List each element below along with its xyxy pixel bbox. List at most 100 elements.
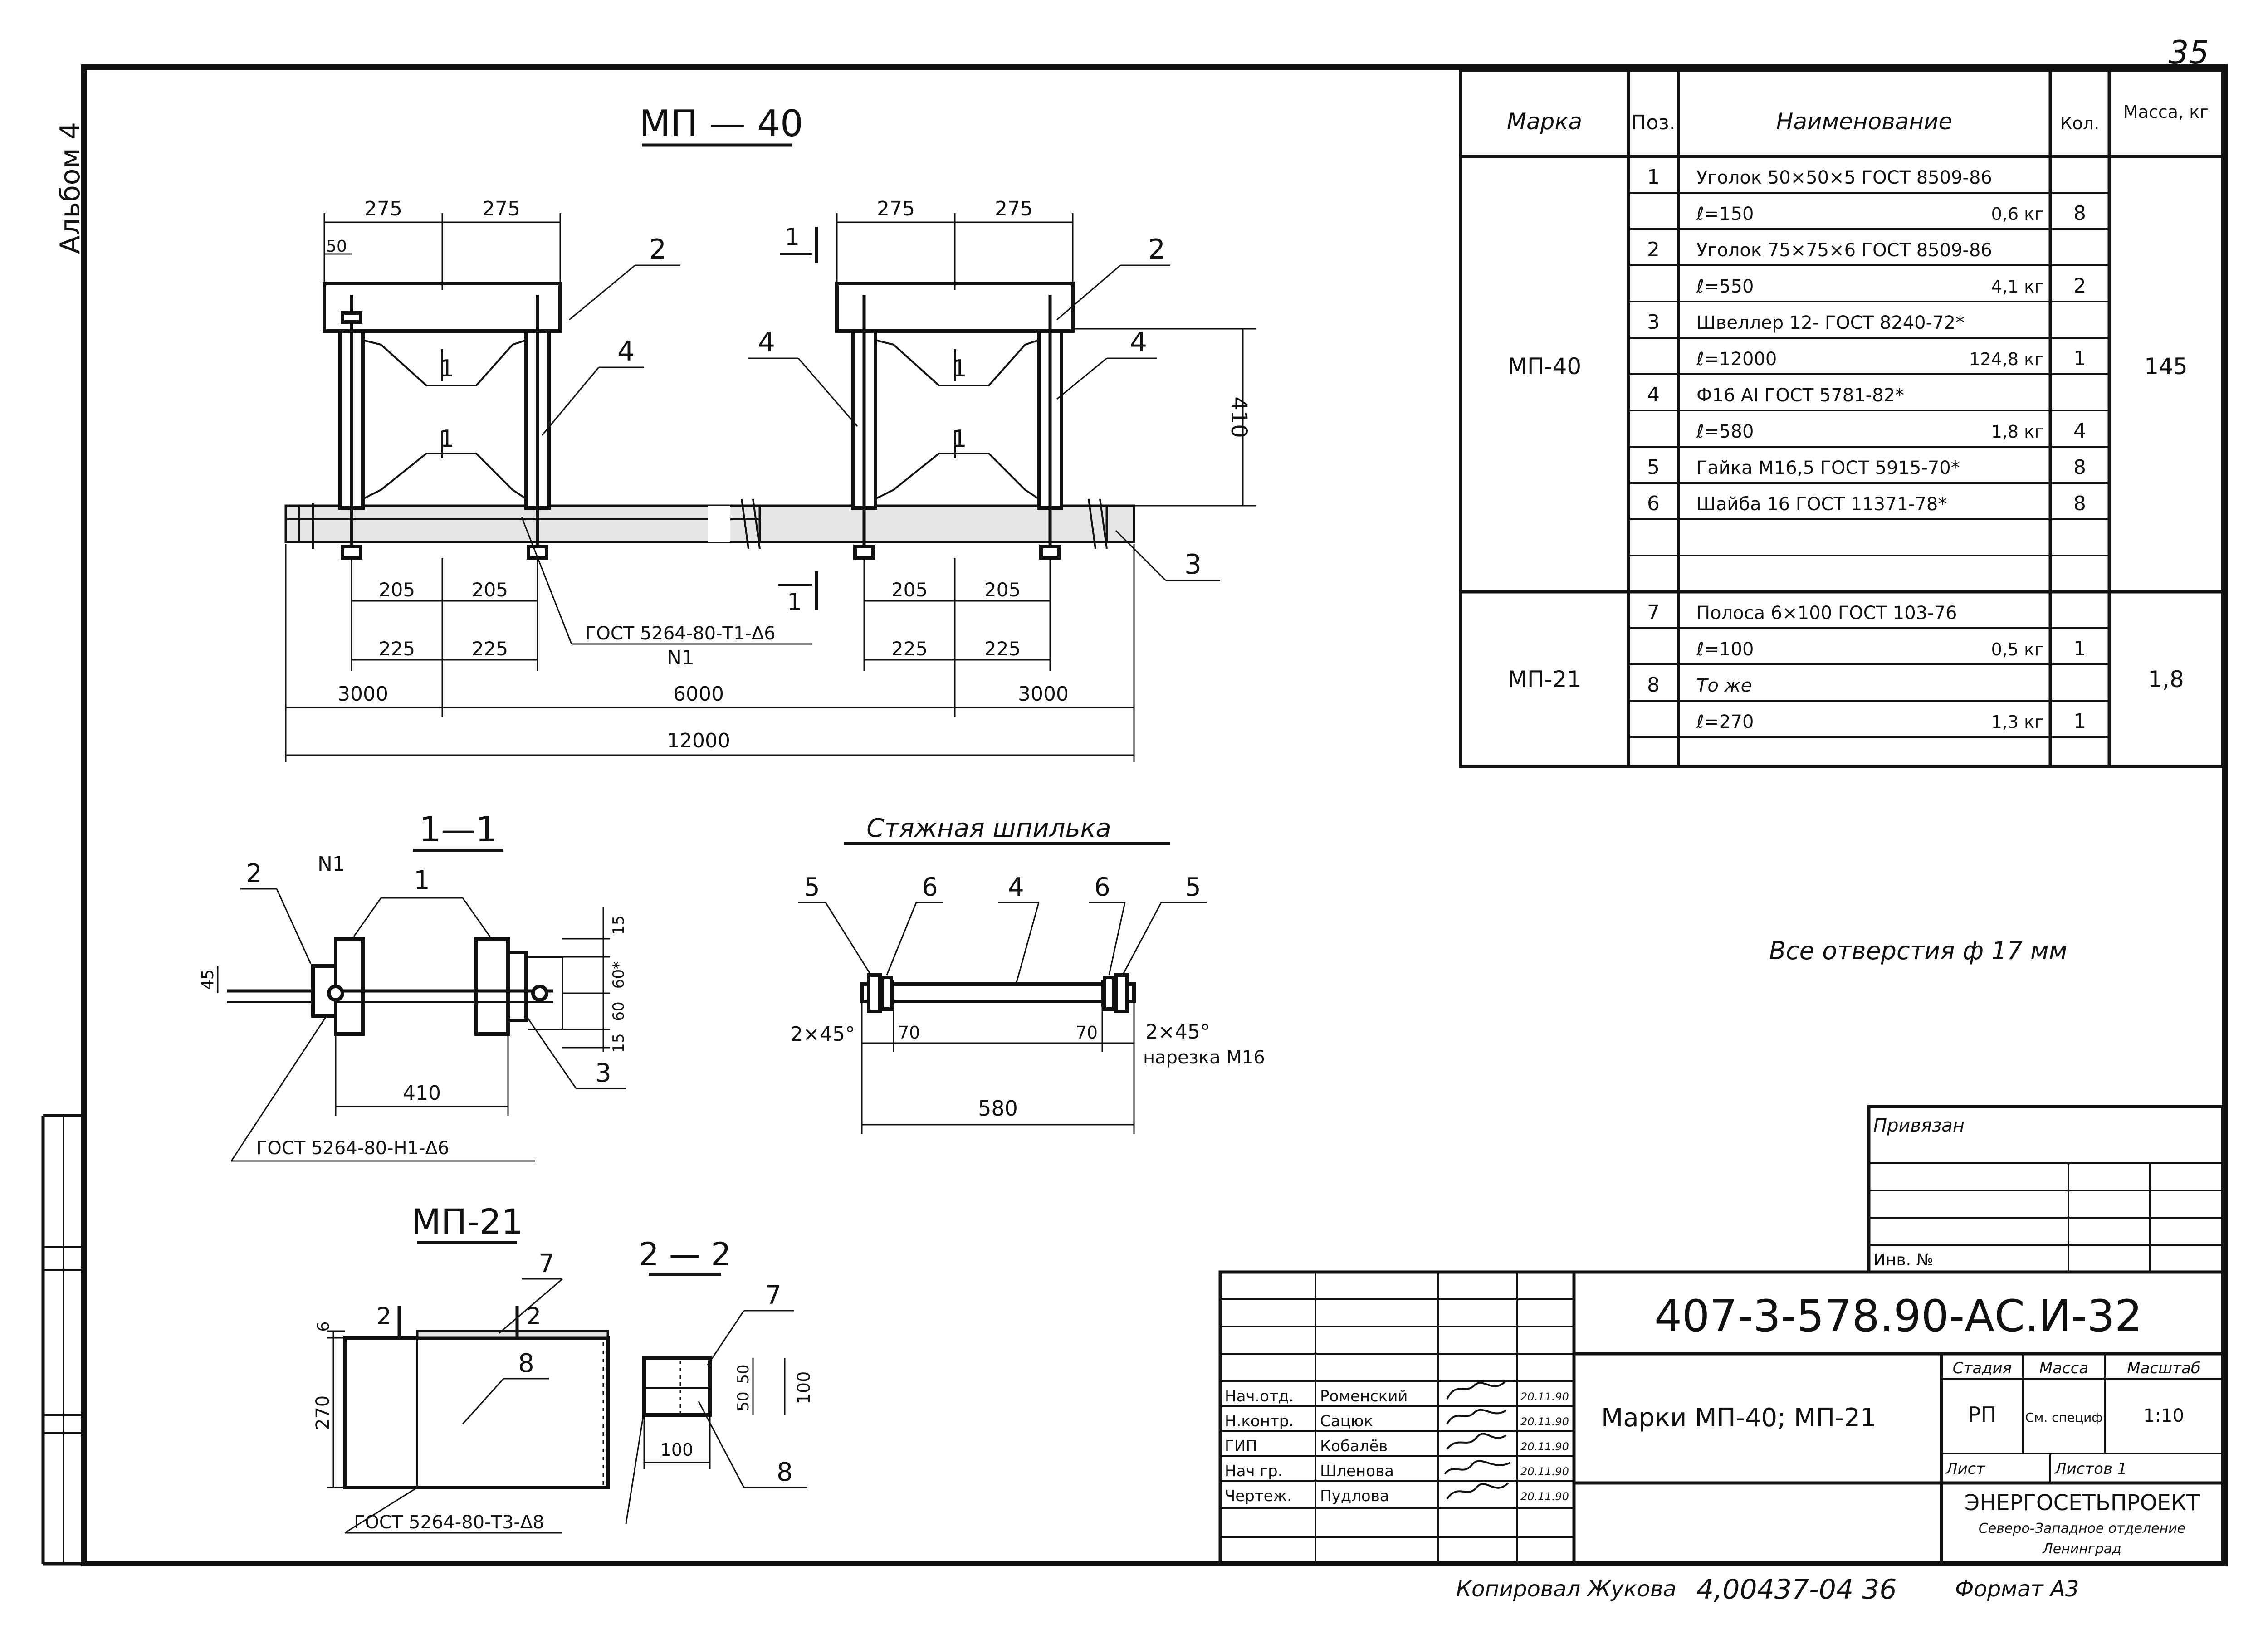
dim-225-b: 225 xyxy=(472,638,508,660)
section-mark-bottom: 1 xyxy=(787,589,802,616)
doc-code: 407-3-578.90-АС.И-32 xyxy=(1654,1291,2142,1341)
dim-205-b: 205 xyxy=(472,579,508,601)
spec-item-name: Гайка М16,5 ГОСТ 5915-70* xyxy=(1696,458,1960,478)
callout-1-b: 1 xyxy=(439,425,454,453)
sec11-node: N1 xyxy=(318,853,345,876)
stud-callout-6-a: 6 xyxy=(922,873,938,902)
spec-pos: 7 xyxy=(1647,601,1660,624)
sec22-dim-100-h: 100 xyxy=(660,1440,694,1460)
spec-header-pos: Поз. xyxy=(1631,111,1675,134)
spec-item-name: ℓ=12000 xyxy=(1696,349,1777,370)
spec-group-mark: МП-40 xyxy=(1508,353,1581,380)
spec-item-name: ℓ=150 xyxy=(1696,204,1754,224)
signer-date: 20.11.90 xyxy=(1520,1390,1569,1403)
spec-group-mark: МП-21 xyxy=(1508,666,1581,693)
album-label: Альбом 4 xyxy=(54,122,86,254)
org-name: ЭНЕРГОСЕТЬПРОЕКТ xyxy=(1965,1490,2200,1516)
spec-qty: 1 xyxy=(2073,637,2086,660)
dim-225-d: 225 xyxy=(984,638,1021,660)
sec22-title: 2 — 2 xyxy=(639,1236,731,1273)
signature-mark xyxy=(1446,1409,1507,1425)
signer-name: Роменский xyxy=(1320,1387,1408,1405)
signature-mark xyxy=(1446,1482,1509,1500)
spec-header-mass: Масса, кг xyxy=(2123,102,2209,122)
callout-2-left: 2 xyxy=(649,234,666,265)
callout-3: 3 xyxy=(1184,549,1202,580)
dim-205-d: 205 xyxy=(984,579,1021,601)
drawing-name: Марки МП-40; МП-21 xyxy=(1601,1403,1877,1433)
scale-label: Масштаб xyxy=(2127,1359,2200,1377)
dim-6000: 6000 xyxy=(673,683,724,706)
mp21-dim-6: 6 xyxy=(314,1322,333,1332)
spec-qty: 1 xyxy=(2073,347,2086,370)
stud-chamfer-left: 2×45° xyxy=(790,1023,855,1046)
sec22-dim-50-b: 50 xyxy=(734,1391,753,1411)
spec-pos: 1 xyxy=(1647,166,1660,189)
signer-role: Н.контр. xyxy=(1225,1412,1294,1430)
spec-pos: 4 xyxy=(1647,383,1660,406)
spec-qty: 2 xyxy=(2073,274,2086,298)
spec-header-qty: Кол. xyxy=(2060,113,2100,133)
callout-4-c: 4 xyxy=(1130,327,1147,358)
spec-qty: 8 xyxy=(2073,456,2086,479)
format-label: Формат А3 xyxy=(1955,1576,2079,1602)
dim-3000-a: 3000 xyxy=(337,683,388,706)
stud-dim-580: 580 xyxy=(978,1096,1018,1121)
signer-name: Сацюк xyxy=(1320,1412,1373,1430)
spec-item-name: Шайба 16 ГОСТ 11371-78* xyxy=(1696,494,1947,515)
stage-label: Стадия xyxy=(1953,1359,2012,1377)
mass-label: Масса xyxy=(2039,1359,2088,1377)
stage-value: РП xyxy=(1968,1402,1996,1427)
inv-label: Инв. № xyxy=(1873,1251,1933,1269)
signature-mark xyxy=(1446,1380,1507,1400)
signature-mark xyxy=(1446,1433,1507,1450)
spec-item-weight: 4,1 кг xyxy=(1991,277,2043,297)
dim-12000: 12000 xyxy=(667,729,730,752)
page-number: 35 xyxy=(2169,34,2209,71)
dim-225-a: 225 xyxy=(379,638,415,660)
callout-1-c: 1 xyxy=(952,355,967,382)
spec-header-name: Наименование xyxy=(1776,108,1953,135)
spec-item-weight: 1,3 кг xyxy=(1991,712,2043,732)
spec-item-weight: 1,8 кг xyxy=(1991,422,2043,442)
sec11-dim-60b: 60 xyxy=(610,1001,628,1021)
dim-275-a: 275 xyxy=(364,197,402,220)
spec-item-name: Ф16 АI ГОСТ 5781-82* xyxy=(1696,385,1904,406)
view-section-1-1: 1—1 2 N1 1 3 45 15 60* 60 15 xyxy=(199,809,628,1162)
spec-item-name: ℓ=100 xyxy=(1696,639,1754,660)
signer-date: 20.11.90 xyxy=(1520,1415,1569,1428)
sheet-frame xyxy=(41,64,2228,1566)
sec11-callout-3: 3 xyxy=(595,1058,611,1088)
mp21-weld-note: ГОСТ 5264-80-Т3-Δ8 xyxy=(354,1512,544,1533)
spec-qty: 1 xyxy=(2073,710,2086,733)
mp40-title: МП — 40 xyxy=(639,102,803,145)
signer-date: 20.11.90 xyxy=(1520,1465,1569,1478)
callout-1-d: 1 xyxy=(952,425,967,453)
signer-name: Пудлова xyxy=(1320,1487,1389,1505)
stud-callout-4: 4 xyxy=(1008,873,1024,902)
mp21-section-2-left: 2 xyxy=(376,1303,391,1330)
holes-note: Все отверстия ф 17 мм xyxy=(1769,937,2068,965)
spec-qty: 8 xyxy=(2073,492,2086,515)
spec-pos: 2 xyxy=(1647,238,1660,261)
spec-item-name: Уголок 75×75×6 ГОСТ 8509-86 xyxy=(1696,240,1992,261)
copied-by: Копировал Жукова xyxy=(1456,1576,1677,1602)
stud-dim-70-a: 70 xyxy=(898,1023,920,1043)
spec-item-name: Уголок 50×50×5 ГОСТ 8509-86 xyxy=(1696,167,1992,188)
org-branch: Северо-Западное отделение xyxy=(1979,1521,2185,1536)
mp21-dim-270: 270 xyxy=(313,1395,333,1430)
dim-275-c: 275 xyxy=(877,197,915,220)
sec11-callout-2: 2 xyxy=(246,859,262,888)
mass-value: См. специф xyxy=(2025,1410,2103,1425)
spec-item-name: Швеллер 12- ГОСТ 8240-72* xyxy=(1696,312,1965,333)
dim-275-d: 275 xyxy=(995,197,1033,220)
spec-pos: 8 xyxy=(1647,673,1660,697)
signer-name: Кобалёв xyxy=(1320,1437,1388,1455)
spec-pos: 3 xyxy=(1647,311,1660,334)
org-city: Ленинград xyxy=(2042,1541,2121,1557)
mp40-node: N1 xyxy=(667,646,694,669)
privyazan-block: Привязан Инв. № xyxy=(1867,1105,2224,1274)
spec-pos: 5 xyxy=(1647,456,1660,479)
sec22-dim-50-a: 50 xyxy=(734,1364,753,1384)
